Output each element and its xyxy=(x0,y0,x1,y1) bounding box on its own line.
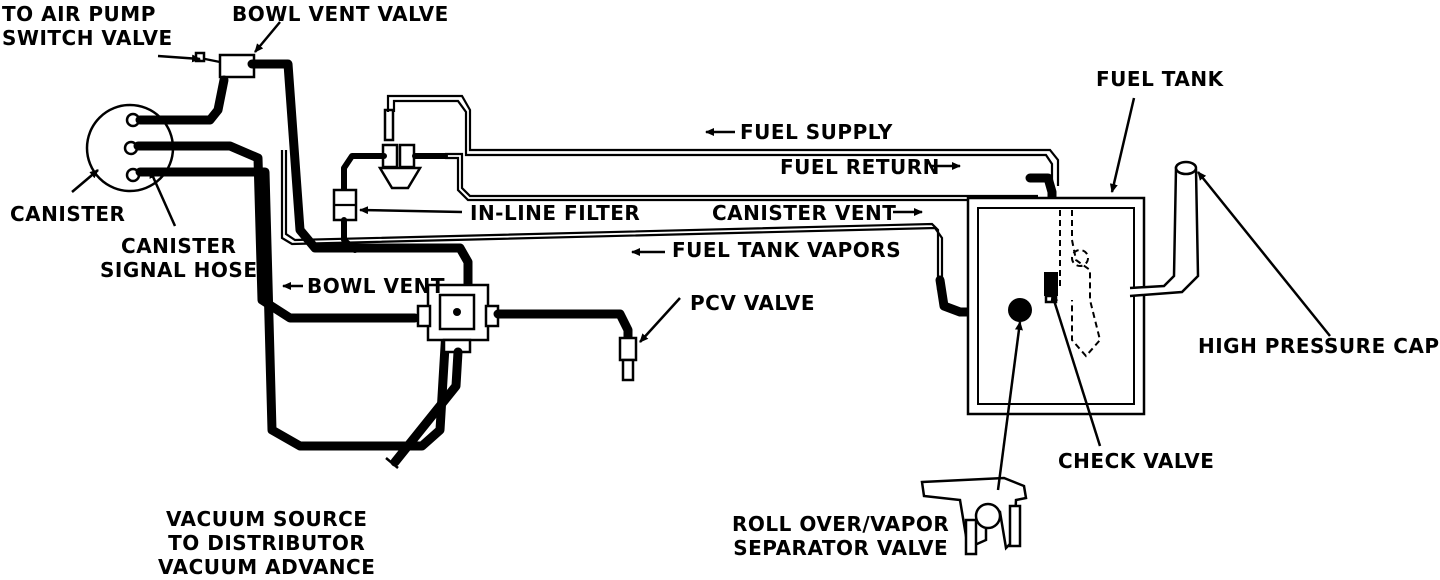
bowl-vent-valve xyxy=(194,51,256,79)
inline-filter xyxy=(332,188,358,222)
fuel-supply-tube xyxy=(386,94,1060,186)
pcv-hose xyxy=(493,309,633,345)
fuel-gauge-sender xyxy=(1059,210,1102,358)
label-air-pump-switch-valve: TO AIR PUMP SWITCH VALVE xyxy=(2,2,173,50)
vacuum-source-hose xyxy=(390,347,463,467)
carburetor xyxy=(416,283,500,354)
fuel-pump xyxy=(377,108,423,190)
label-fuel-return: FUEL RETURN xyxy=(780,155,940,179)
label-check-valve: CHECK VALVE xyxy=(1058,449,1215,473)
check-valve xyxy=(1044,272,1058,304)
label-pcv-valve: PCV VALVE xyxy=(690,291,816,315)
label-inline-filter: IN-LINE FILTER xyxy=(470,201,641,225)
canister-hoses xyxy=(133,59,473,451)
label-fuel-supply: FUEL SUPPLY xyxy=(740,120,893,144)
fuel-return-tube xyxy=(445,152,1038,198)
label-bowl-vent: BOWL VENT xyxy=(307,274,446,298)
canister-vent-tube xyxy=(280,150,944,290)
label-vacuum-source: VACUUM SOURCE TO DISTRIBUTOR VACUUM ADVA… xyxy=(158,507,376,579)
filter-hose-top xyxy=(341,153,387,193)
pcv-valve xyxy=(618,336,638,382)
label-canister-signal-hose: CANISTER SIGNAL HOSE xyxy=(100,234,258,282)
label-canister-vent: CANISTER VENT xyxy=(712,201,897,225)
label-fuel-tank: FUEL TANK xyxy=(1096,67,1224,91)
label-high-pressure-cap: HIGH PRESSURE CAP xyxy=(1198,334,1440,358)
rollover-valve-fitting xyxy=(1008,298,1032,322)
label-canister: CANISTER xyxy=(10,202,126,226)
flow-arrows xyxy=(282,128,961,290)
label-bowl-vent-valve: BOWL VENT VALVE xyxy=(232,2,449,26)
rollover-vapor-separator-valve xyxy=(920,476,1028,556)
label-rollover-vapor-separator-valve: ROLL OVER/VAPOR SEPARATOR VALVE xyxy=(732,512,950,560)
filler-neck xyxy=(1129,160,1200,298)
label-fuel-tank-vapors: FUEL TANK VAPORS xyxy=(672,238,902,262)
leader-lines xyxy=(71,21,1331,491)
filter-hose-bottom xyxy=(341,217,358,253)
